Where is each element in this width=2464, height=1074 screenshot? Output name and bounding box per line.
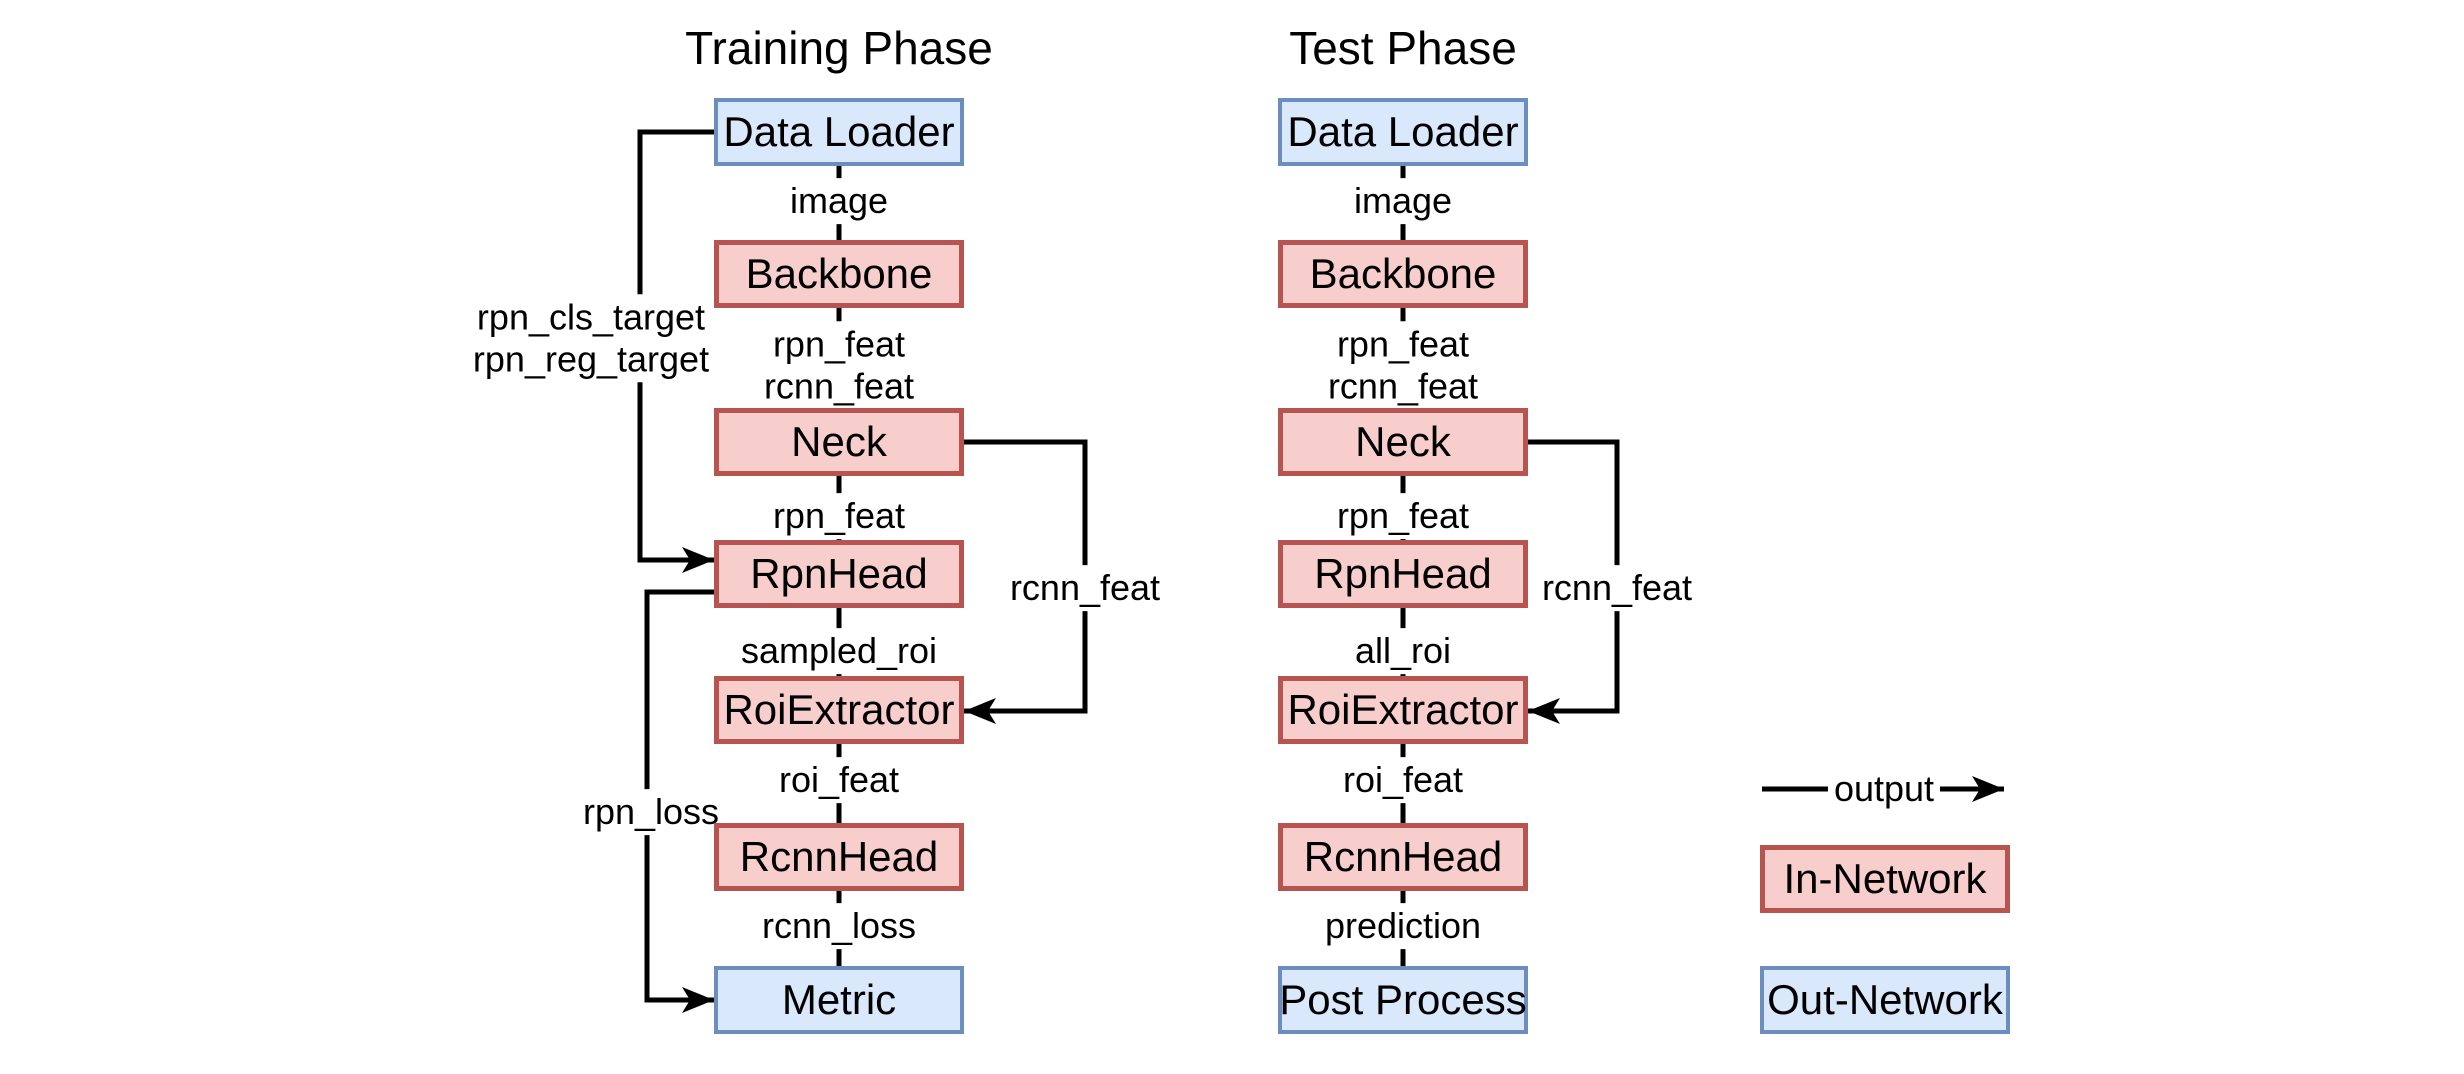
training-data-loader-box: Data Loader [714, 98, 964, 166]
test-roi-feat-label: roi_feat [1336, 757, 1470, 803]
test-image-label: image [1347, 178, 1459, 224]
training-sampled-roi-label: sampled_roi [734, 628, 944, 674]
training-metric-box: Metric [714, 966, 964, 1034]
test-post-process-box: Post Process [1278, 966, 1528, 1034]
training-rcnn-head-box: RcnnHead [714, 823, 964, 891]
test-rpn-feat-label: rpn_feat [1330, 493, 1476, 539]
test-backbone-box: Backbone [1278, 240, 1528, 308]
training-backbone-out-label: rpn_feat rcnn_feat [757, 321, 921, 409]
training-rpn-loss-label: rpn_loss [576, 789, 726, 835]
test-phase-title: Test Phase [1289, 22, 1517, 74]
training-rpn-feat-label: rpn_feat [766, 493, 912, 539]
legend-in-network-box: In-Network [1760, 845, 2010, 913]
training-rpn-head-box: RpnHead [714, 540, 964, 608]
legend-out-network-box: Out-Network [1760, 966, 2010, 1034]
test-rcnn-head-box: RcnnHead [1278, 823, 1528, 891]
test-rpn-head-box: RpnHead [1278, 540, 1528, 608]
test-roi-extractor-box: RoiExtractor [1278, 676, 1528, 744]
legend-output-label: output [1827, 766, 1941, 812]
training-rpn-targets-label: rpn_cls_target rpn_reg_target [466, 294, 716, 382]
test-backbone-out-label: rpn_feat rcnn_feat [1321, 321, 1485, 409]
test-all-roi-label: all_roi [1348, 628, 1458, 674]
test-data-loader-box: Data Loader [1278, 98, 1528, 166]
test-neck-box: Neck [1278, 408, 1528, 476]
training-image-label: image [783, 178, 895, 224]
training-roi-extractor-box: RoiExtractor [714, 676, 964, 744]
test-rcnn-feat-label: rcnn_feat [1535, 565, 1699, 611]
training-rcnn-feat-label: rcnn_feat [1003, 565, 1167, 611]
training-backbone-box: Backbone [714, 240, 964, 308]
training-neck-box: Neck [714, 408, 964, 476]
training-rcnn-loss-label: rcnn_loss [755, 903, 923, 949]
training-roi-feat-label: roi_feat [772, 757, 906, 803]
training-phase-title: Training Phase [685, 22, 993, 74]
test-prediction-label: prediction [1318, 903, 1488, 949]
